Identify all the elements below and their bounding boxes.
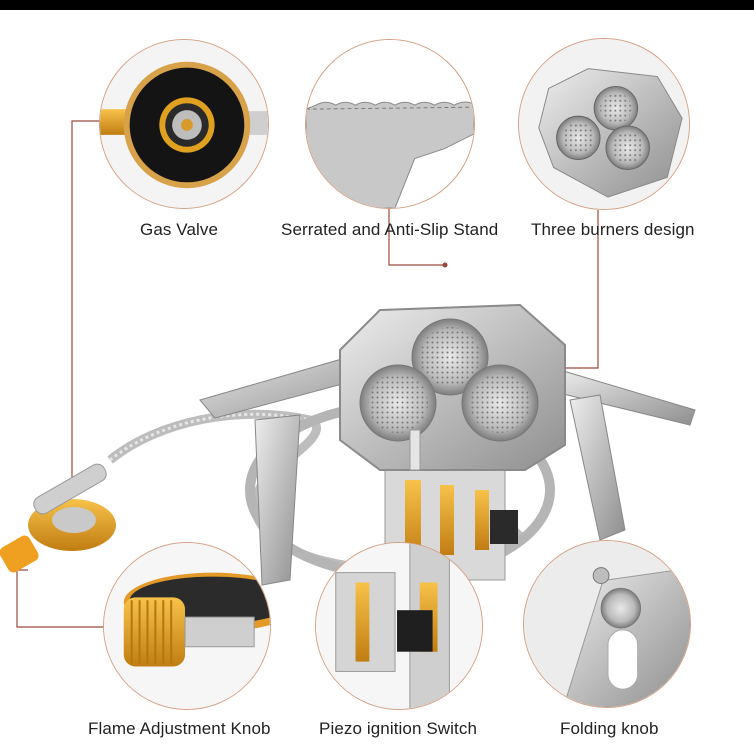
label-folding: Folding knob: [560, 719, 659, 738]
label-stand: Serrated and Anti-Slip Stand: [281, 220, 499, 239]
detail-piezo: [315, 542, 483, 710]
detail-folding-knob: [523, 540, 691, 708]
label-flame-knob: Flame Adjustment Knob: [88, 719, 271, 738]
top-border: [0, 0, 754, 10]
detail-burners: [518, 38, 690, 210]
label-burners: Three burners design: [531, 220, 695, 239]
detail-flame-knob: [103, 542, 271, 710]
detail-gas-valve: [99, 39, 269, 209]
label-gas-valve: Gas Valve: [140, 220, 219, 239]
label-piezo: Piezo ignition Switch: [319, 719, 478, 738]
detail-stand: [305, 39, 475, 209]
